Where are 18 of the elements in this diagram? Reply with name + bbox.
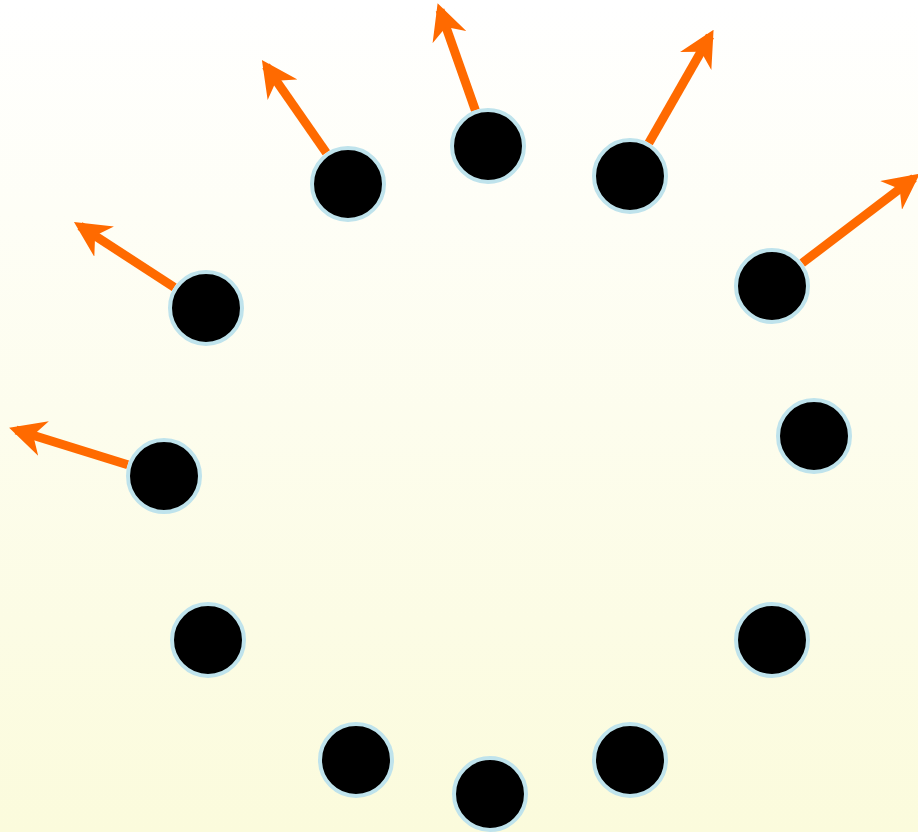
- dot: [776, 398, 852, 474]
- dot: [450, 108, 526, 184]
- dot: [126, 438, 202, 514]
- dot: [310, 146, 386, 222]
- dot: [734, 248, 810, 324]
- dot: [170, 602, 246, 678]
- dot: [592, 722, 668, 798]
- dot: [168, 270, 244, 346]
- arrow: [73, 222, 177, 292]
- dot: [592, 138, 668, 214]
- arrow: [799, 173, 918, 267]
- dot: [452, 756, 528, 832]
- arrow: [644, 29, 714, 146]
- arrow: [9, 421, 130, 469]
- arrow: [432, 3, 480, 112]
- arrow: [261, 60, 330, 156]
- dot: [734, 602, 810, 678]
- dot: [318, 722, 394, 798]
